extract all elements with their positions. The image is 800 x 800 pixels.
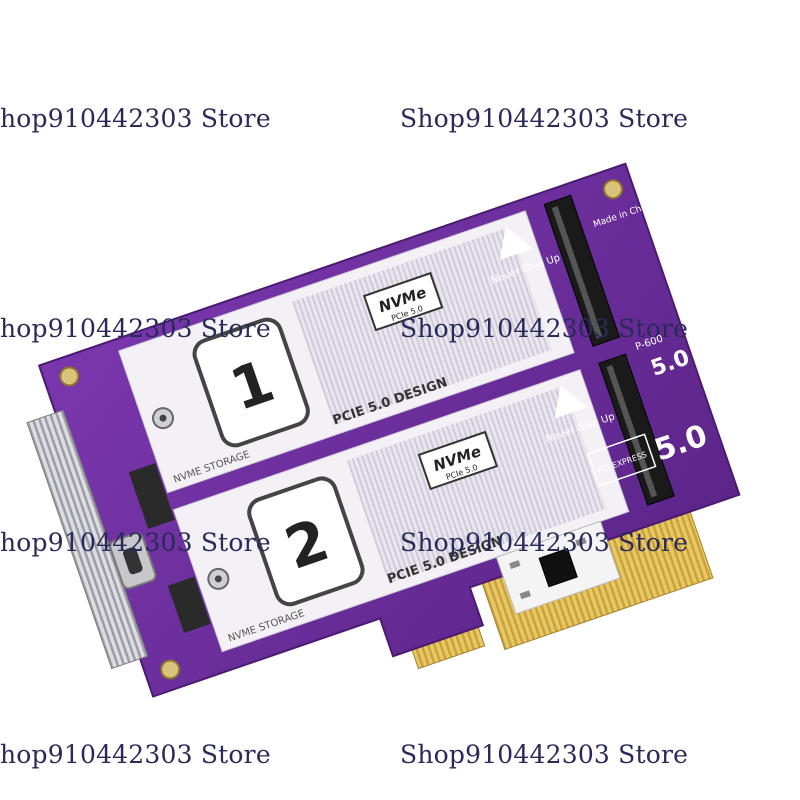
smd-part — [519, 590, 531, 600]
m2-socket-2-pins — [606, 365, 658, 498]
mount-hole — [602, 179, 623, 200]
power-component — [167, 576, 211, 633]
mount-hole — [59, 366, 80, 387]
slot1-number-box — [192, 317, 310, 448]
power-component — [128, 463, 175, 529]
smd-part — [509, 560, 521, 570]
slot1-stripes — [292, 226, 552, 425]
mount-hole — [160, 659, 181, 680]
brand-triangle-icon — [499, 225, 533, 260]
watermark-text: Shop910442303 Store — [400, 528, 689, 557]
watermark-text: Shop910442303 Store — [400, 104, 689, 133]
watermark-text: Shop910442303 Store — [400, 740, 689, 769]
smd-part — [575, 537, 587, 547]
left-finger-connector — [26, 409, 149, 670]
watermark-text: hop910442303 Store — [0, 740, 271, 769]
watermark-text: hop910442303 Store — [0, 528, 271, 557]
slot2-number-box — [247, 476, 365, 607]
nvme-logo-box — [362, 271, 444, 332]
controller-chip — [538, 547, 578, 588]
watermark-text: hop910442303 Store — [0, 104, 271, 133]
usb-c-port — [123, 547, 143, 575]
watermark-text: hop910442303 Store — [0, 314, 271, 343]
brand-triangle-icon — [554, 384, 588, 419]
standoff-hole — [214, 575, 222, 583]
pci-express-logo-box — [586, 433, 657, 487]
m2-socket-1-pins — [551, 206, 603, 339]
nvme-logo-box — [417, 430, 499, 491]
standoff-hole — [159, 414, 167, 422]
watermark-text: Shop910442303 Store — [400, 314, 689, 343]
slot2-stripes — [346, 385, 607, 584]
